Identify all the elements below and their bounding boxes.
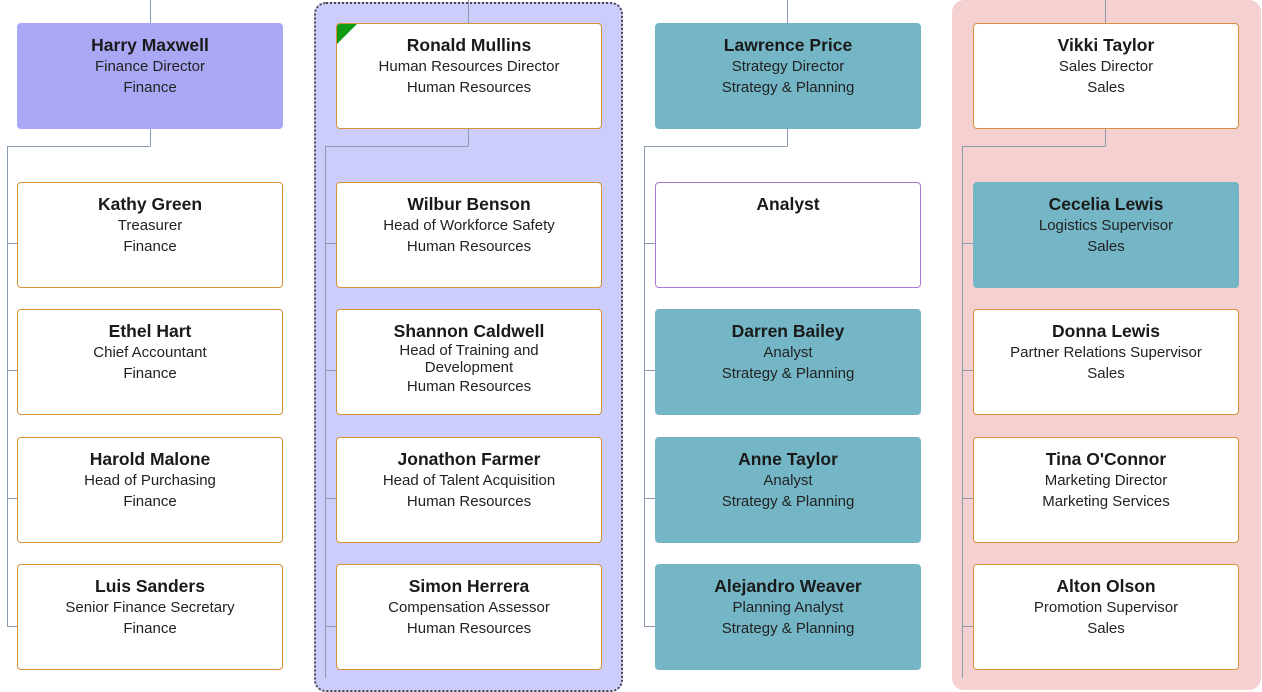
person-title: Partner Relations Supervisor <box>1010 344 1202 361</box>
org-card-harry-maxwell[interactable]: Harry Maxwell Finance Director Finance <box>17 23 283 129</box>
org-card-alton-olson[interactable]: Alton Olson Promotion Supervisor Sales <box>973 564 1239 670</box>
person-department: Finance <box>123 365 177 382</box>
person-title: Marketing Director <box>1044 472 1168 489</box>
person-title: Head of Training and <box>399 342 539 359</box>
org-card-ethel-hart[interactable]: Ethel Hart Chief Accountant Finance <box>17 309 283 415</box>
person-department: Marketing Services <box>1042 493 1170 510</box>
person-department: Strategy & Planning <box>721 620 855 637</box>
person-name: Harold Malone <box>89 449 211 469</box>
person-name: Lawrence Price <box>723 35 853 55</box>
person-title: Analyst <box>763 472 813 489</box>
person-department: Sales <box>1087 79 1125 96</box>
person-department: Strategy & Planning <box>721 79 855 96</box>
person-title: Head of Purchasing <box>84 472 216 489</box>
org-card-alejandro-weaver[interactable]: Alejandro Weaver Planning Analyst Strate… <box>655 564 921 670</box>
person-title: Analyst <box>763 344 813 361</box>
person-title: Logistics Supervisor <box>1038 217 1174 234</box>
person-name: Jonathon Farmer <box>397 449 541 469</box>
org-card-jonathon-farmer[interactable]: Jonathon Farmer Head of Talent Acquisiti… <box>336 437 602 543</box>
person-department: Sales <box>1087 365 1125 382</box>
person-name: Luis Sanders <box>95 576 205 596</box>
org-card-donna-lewis[interactable]: Donna Lewis Partner Relations Supervisor… <box>973 309 1239 415</box>
person-name: Alton Olson <box>1056 576 1156 596</box>
person-title: Compensation Assessor <box>388 599 550 616</box>
person-title: Sales Director <box>1058 58 1154 75</box>
position-name: Analyst <box>756 194 820 214</box>
person-department: Finance <box>123 238 177 255</box>
person-name: Donna Lewis <box>1052 321 1160 341</box>
person-name: Simon Herrera <box>408 576 530 596</box>
person-department: Finance <box>123 79 177 96</box>
org-card-vacant-analyst[interactable]: Analyst <box>655 182 921 288</box>
org-card-ronald-mullins[interactable]: Ronald Mullins Human Resources Director … <box>336 23 602 129</box>
person-title: Senior Finance Secretary <box>65 599 235 616</box>
org-card-kathy-green[interactable]: Kathy Green Treasurer Finance <box>17 182 283 288</box>
person-name: Wilbur Benson <box>407 194 531 214</box>
org-card-simon-herrera[interactable]: Simon Herrera Compensation Assessor Huma… <box>336 564 602 670</box>
person-name: Anne Taylor <box>738 449 838 469</box>
person-department: Strategy & Planning <box>721 493 855 510</box>
person-title: Planning Analyst <box>732 599 844 616</box>
person-title: Finance Director <box>94 58 206 75</box>
person-name: Harry Maxwell <box>91 35 209 55</box>
person-name: Ethel Hart <box>108 321 192 341</box>
person-title: Head of Talent Acquisition <box>382 472 556 489</box>
org-card-vikki-taylor[interactable]: Vikki Taylor Sales Director Sales <box>973 23 1239 129</box>
person-title: Promotion Supervisor <box>1033 599 1179 616</box>
person-department: Sales <box>1087 620 1125 637</box>
person-name: Alejandro Weaver <box>714 576 862 596</box>
person-department: Human Resources <box>406 238 532 255</box>
person-name: Ronald Mullins <box>406 35 532 55</box>
person-department: Finance <box>123 620 177 637</box>
person-title: Treasurer <box>117 217 183 234</box>
person-title: Strategy Director <box>731 58 845 75</box>
person-name: Darren Bailey <box>731 321 845 341</box>
selection-marker <box>337 24 357 44</box>
org-card-cecelia-lewis[interactable]: Cecelia Lewis Logistics Supervisor Sales <box>973 182 1239 288</box>
org-card-wilbur-benson[interactable]: Wilbur Benson Head of Workforce Safety H… <box>336 182 602 288</box>
org-card-anne-taylor[interactable]: Anne Taylor Analyst Strategy & Planning <box>655 437 921 543</box>
person-department: Human Resources <box>406 79 532 96</box>
org-card-shannon-caldwell[interactable]: Shannon Caldwell Head of Training and De… <box>336 309 602 415</box>
org-card-darren-bailey[interactable]: Darren Bailey Analyst Strategy & Plannin… <box>655 309 921 415</box>
org-card-luis-sanders[interactable]: Luis Sanders Senior Finance Secretary Fi… <box>17 564 283 670</box>
person-department: Strategy & Planning <box>721 365 855 382</box>
person-name: Cecelia Lewis <box>1048 194 1164 214</box>
org-card-harold-malone[interactable]: Harold Malone Head of Purchasing Finance <box>17 437 283 543</box>
person-title: Head of Workforce Safety <box>383 217 555 234</box>
person-department: Finance <box>123 493 177 510</box>
connector-lines <box>7 0 1106 678</box>
person-department: Human Resources <box>406 493 532 510</box>
person-title: Chief Accountant <box>93 344 207 361</box>
person-department: Sales <box>1087 238 1125 255</box>
person-name: Tina O'Connor <box>1045 449 1167 469</box>
org-card-tina-oconnor[interactable]: Tina O'Connor Marketing Director Marketi… <box>973 437 1239 543</box>
person-department: Human Resources <box>406 378 532 395</box>
person-title: Human Resources Director <box>378 58 560 75</box>
person-title: Development <box>424 359 514 376</box>
org-chart-canvas: Harry Maxwell Finance Director Finance K… <box>7 0 1261 692</box>
person-name: Kathy Green <box>97 194 203 214</box>
org-card-lawrence-price[interactable]: Lawrence Price Strategy Director Strateg… <box>655 23 921 129</box>
person-name: Shannon Caldwell <box>393 321 545 341</box>
person-department: Human Resources <box>406 620 532 637</box>
person-name: Vikki Taylor <box>1057 35 1155 55</box>
